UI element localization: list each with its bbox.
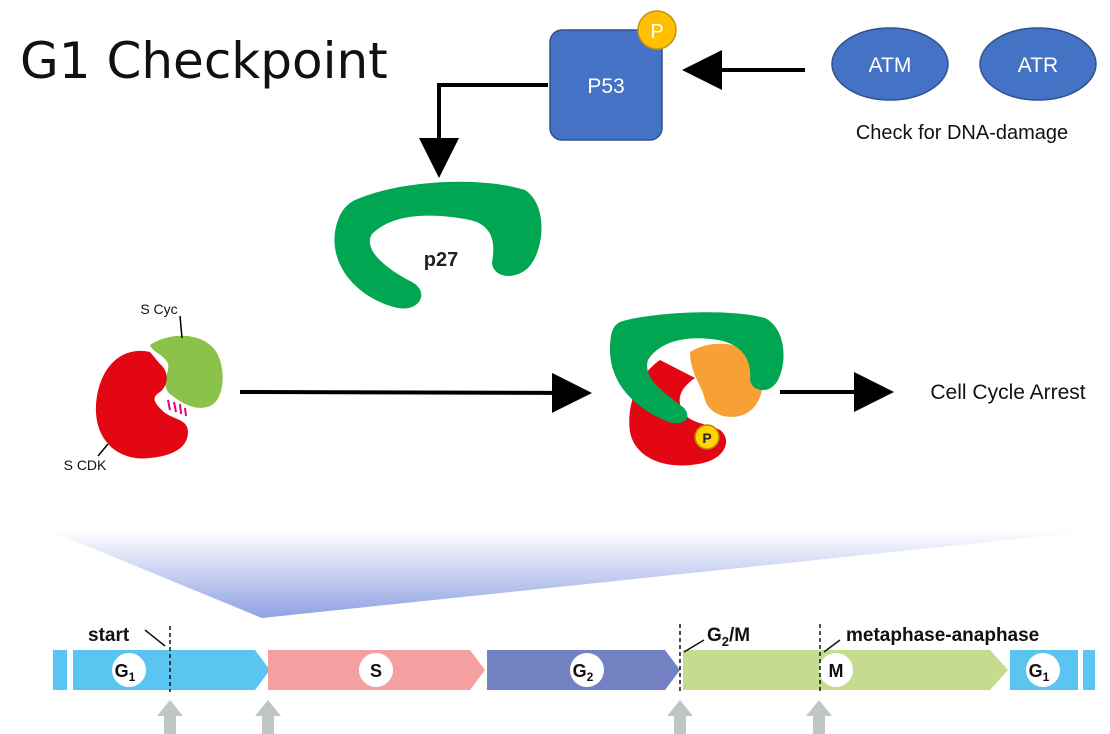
dna-damage-caption: Check for DNA-damage	[856, 122, 1068, 144]
checkpoint-arrows	[157, 700, 832, 734]
cell-cycle-band: G1 S G2 M G1 start G2/M metaphase-anapha…	[53, 624, 1095, 734]
atr-label: ATR	[1018, 54, 1058, 77]
phase-g1b-label: G1	[1029, 661, 1050, 684]
phospho-label: P	[650, 21, 663, 43]
atm-node: ATM	[831, 27, 949, 101]
p53-node: P53 P	[549, 10, 677, 141]
outcome-label: Cell Cycle Arrest	[930, 381, 1085, 404]
meta-anaphase-label: metaphase-anaphase	[846, 625, 1039, 646]
g2m-label: G2/M	[707, 625, 750, 649]
complex-phospho-label: P	[702, 430, 711, 446]
s-cdk-label: S CDK	[64, 457, 107, 473]
page-title: G1 Checkpoint	[20, 32, 388, 90]
p53-to-p27-arrow	[419, 83, 548, 178]
atr-node: ATR	[979, 27, 1097, 101]
zoom-wedge	[48, 530, 1102, 618]
phase-g1-label: G1	[115, 661, 136, 684]
phase-g2-label: G2	[573, 661, 594, 684]
cyclin-cdk-complex: S Cyc S CDK	[64, 301, 223, 473]
atm-label: ATM	[869, 54, 912, 77]
complex-arrow	[239, 372, 592, 413]
phospho-badge	[637, 10, 677, 50]
s-cyc-label: S Cyc	[140, 301, 177, 317]
start-label: start	[88, 625, 130, 646]
p27-protein: p27	[334, 181, 542, 309]
phase-m-label: M	[829, 661, 844, 681]
phase-s-label: S	[370, 661, 382, 681]
inhibited-complex: P	[610, 312, 784, 466]
p53-label: P53	[587, 75, 624, 98]
p27-label: p27	[424, 249, 458, 271]
